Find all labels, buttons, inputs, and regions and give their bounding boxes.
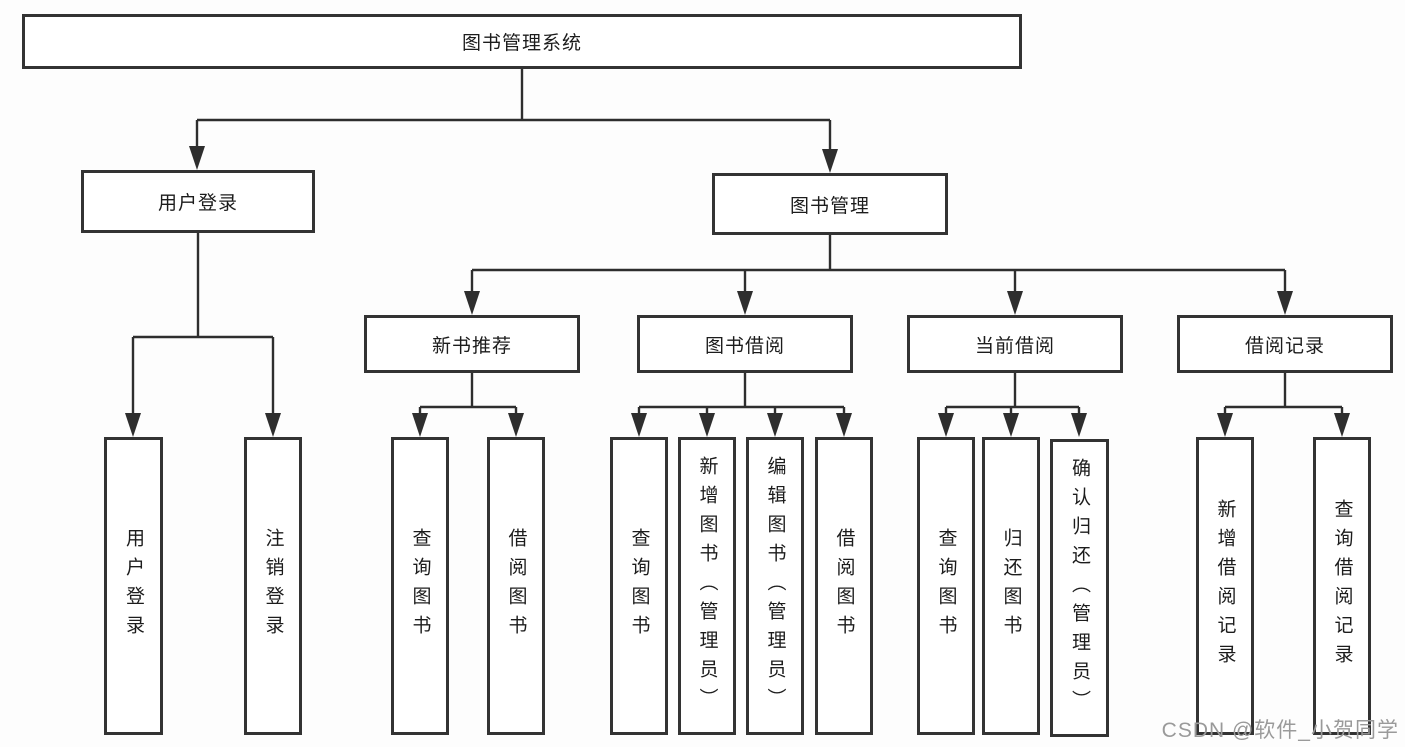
node-records-query-record: 查询借阅记录	[1313, 437, 1371, 735]
node-borrow-query-books: 查询图书	[610, 437, 668, 735]
node-system-root: 图书管理系统	[22, 14, 1022, 69]
node-label: 确认归还（管理员）	[1069, 457, 1090, 719]
arrow-down-icon	[265, 413, 281, 437]
node-label: 借阅记录	[1244, 335, 1325, 357]
node-recommend-borrow-books: 借阅图书	[487, 437, 545, 735]
node-borrow-edit-books-admin: 编辑图书（管理员）	[746, 437, 804, 735]
arrow-down-icon	[1003, 413, 1019, 437]
node-label: 用户登录	[123, 528, 144, 644]
node-borrow-add-books-admin: 新增图书（管理员）	[678, 437, 736, 735]
node-label: 新增图书（管理员）	[696, 455, 718, 717]
node-label: 编辑图书（管理员）	[764, 455, 786, 717]
arrow-down-icon	[1334, 413, 1350, 437]
node-book-management: 图书管理	[712, 173, 948, 235]
node-label: 查询图书	[628, 528, 650, 644]
arrow-down-icon	[631, 413, 647, 437]
node-label: 图书管理	[789, 195, 870, 217]
arrow-down-icon	[737, 291, 753, 315]
node-label: 新增借阅记录	[1214, 499, 1236, 673]
node-borrow-borrow-books: 借阅图书	[815, 437, 873, 735]
arrow-down-icon	[125, 413, 141, 437]
arrow-down-icon	[189, 146, 205, 170]
node-label: 注销登录	[262, 528, 284, 644]
node-label: 借阅图书	[505, 528, 527, 644]
node-label: 当前借阅	[974, 335, 1055, 357]
arrow-down-icon	[1217, 413, 1233, 437]
arrow-down-icon	[1277, 291, 1293, 315]
node-current-borrow: 当前借阅	[907, 315, 1123, 373]
node-user-login-action: 用户登录	[104, 437, 163, 735]
node-current-return-books: 归还图书	[982, 437, 1040, 735]
arrow-down-icon	[1007, 291, 1023, 315]
node-label: 新书推荐	[431, 335, 512, 357]
arrow-down-icon	[938, 413, 954, 437]
arrow-down-icon	[1071, 413, 1087, 437]
node-label: 查询借阅记录	[1331, 499, 1353, 673]
node-label: 用户登录	[157, 193, 238, 214]
arrow-down-icon	[767, 413, 783, 437]
node-label: 借阅图书	[833, 528, 855, 644]
node-label: 查询图书	[935, 528, 957, 644]
node-label: 图书管理系统	[461, 33, 582, 54]
node-current-confirm-return-admin: 确认归还（管理员）	[1050, 439, 1109, 737]
arrow-down-icon	[836, 413, 852, 437]
arrow-down-icon	[822, 149, 838, 173]
node-logout: 注销登录	[244, 437, 302, 735]
node-records-add-record: 新增借阅记录	[1196, 437, 1254, 735]
node-label: 查询图书	[409, 528, 431, 644]
arrow-down-icon	[412, 413, 428, 437]
node-new-book-recommend: 新书推荐	[364, 315, 580, 373]
node-borrow-records: 借阅记录	[1177, 315, 1393, 373]
arrow-down-icon	[699, 413, 715, 437]
node-current-query-books: 查询图书	[917, 437, 975, 735]
node-recommend-query-books: 查询图书	[391, 437, 449, 735]
node-label: 归还图书	[1000, 528, 1022, 644]
csdn-watermark: CSDN @软件_小贺同学	[1161, 719, 1399, 742]
node-book-borrow: 图书借阅	[637, 315, 853, 373]
arrow-down-icon	[464, 291, 480, 315]
node-user-login: 用户登录	[81, 170, 315, 233]
arrow-down-icon	[508, 413, 524, 437]
node-label: 图书借阅	[704, 335, 785, 357]
